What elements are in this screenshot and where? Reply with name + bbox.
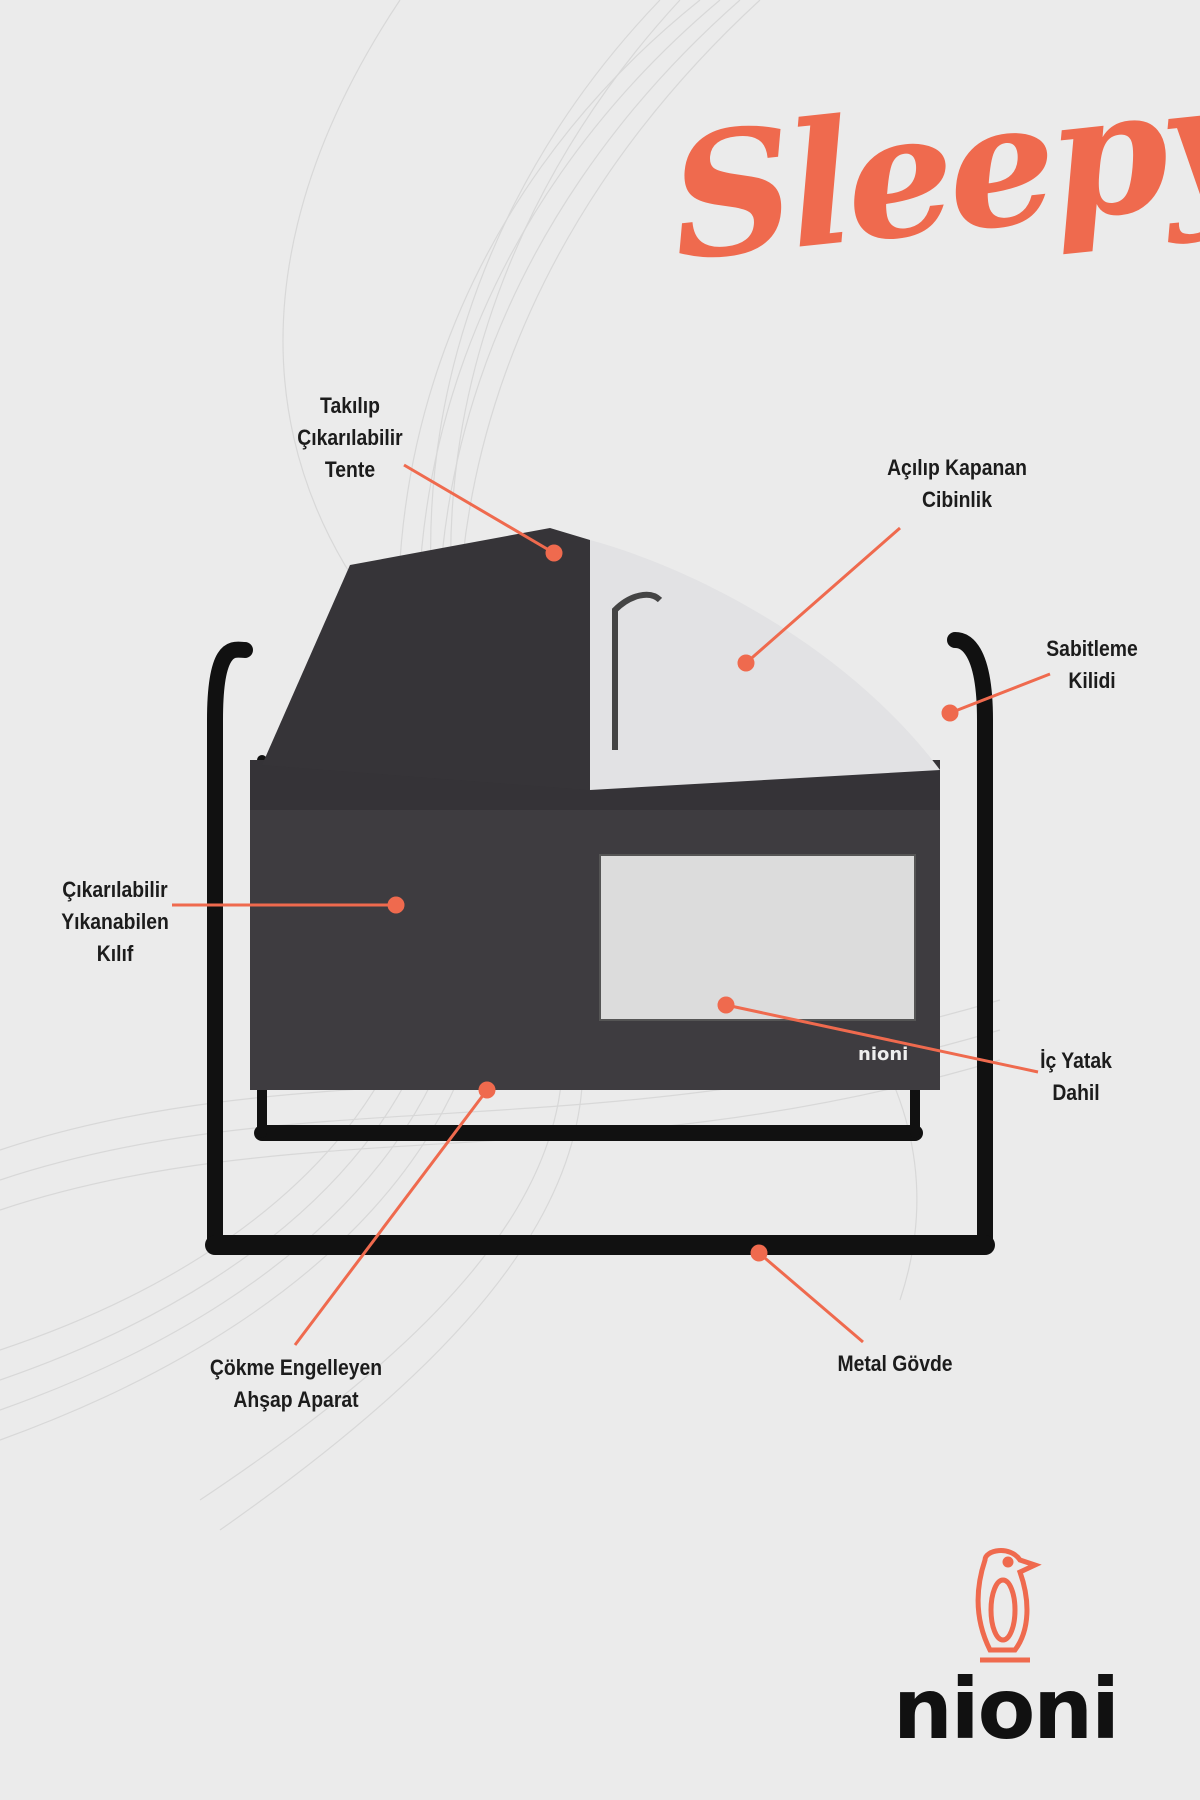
callout-line: Metal Gövde <box>837 1351 953 1376</box>
callout-canopy: Takılıp Çıkarılabilir Tente <box>297 390 402 486</box>
bassinet-frame <box>205 632 995 1255</box>
callout-line: Çıkarılabilir <box>297 425 403 450</box>
callout-line: Tente <box>324 457 376 482</box>
callout-mattress: İç Yatak Dahil <box>1040 1045 1112 1109</box>
callout-line: Ahşap Aparat <box>233 1387 359 1412</box>
callout-line: Açılıp Kapanan <box>887 455 1027 480</box>
callout-line: Yıkanabilen <box>61 909 169 934</box>
callout-line: Dahil <box>1052 1080 1100 1105</box>
callout-line: Çıkarılabilir <box>62 877 168 902</box>
bassinet-brand-text: nioni <box>858 1044 908 1065</box>
callout-line: Çökme Engelleyen <box>209 1355 383 1380</box>
callout-lock: Sabitleme Kilidi <box>1046 633 1137 697</box>
callout-line: Cibinlik <box>922 487 992 512</box>
brand-logo-text: nioni <box>893 1660 1120 1758</box>
callout-cover: Çıkarılabilir Yıkanabilen Kılıf <box>61 874 169 970</box>
callout-metal-frame: Metal Gövde <box>837 1348 952 1380</box>
callout-line: Takılıp <box>320 393 380 418</box>
callout-line: Sabitleme <box>1046 636 1138 661</box>
bassinet-basket: nioni <box>250 528 940 1090</box>
callout-line: Kılıf <box>96 941 134 966</box>
callout-wooden-support: Çökme Engelleyen Ahşap Aparat <box>210 1352 382 1416</box>
nioni-logo-mark <box>975 1548 1042 1663</box>
callout-line: Kilidi <box>1068 668 1116 693</box>
callout-lines <box>172 463 1051 1346</box>
callout-line: İç Yatak <box>1040 1048 1112 1073</box>
callout-mosquito-net: Açılıp Kapanan Cibinlik <box>887 452 1027 516</box>
